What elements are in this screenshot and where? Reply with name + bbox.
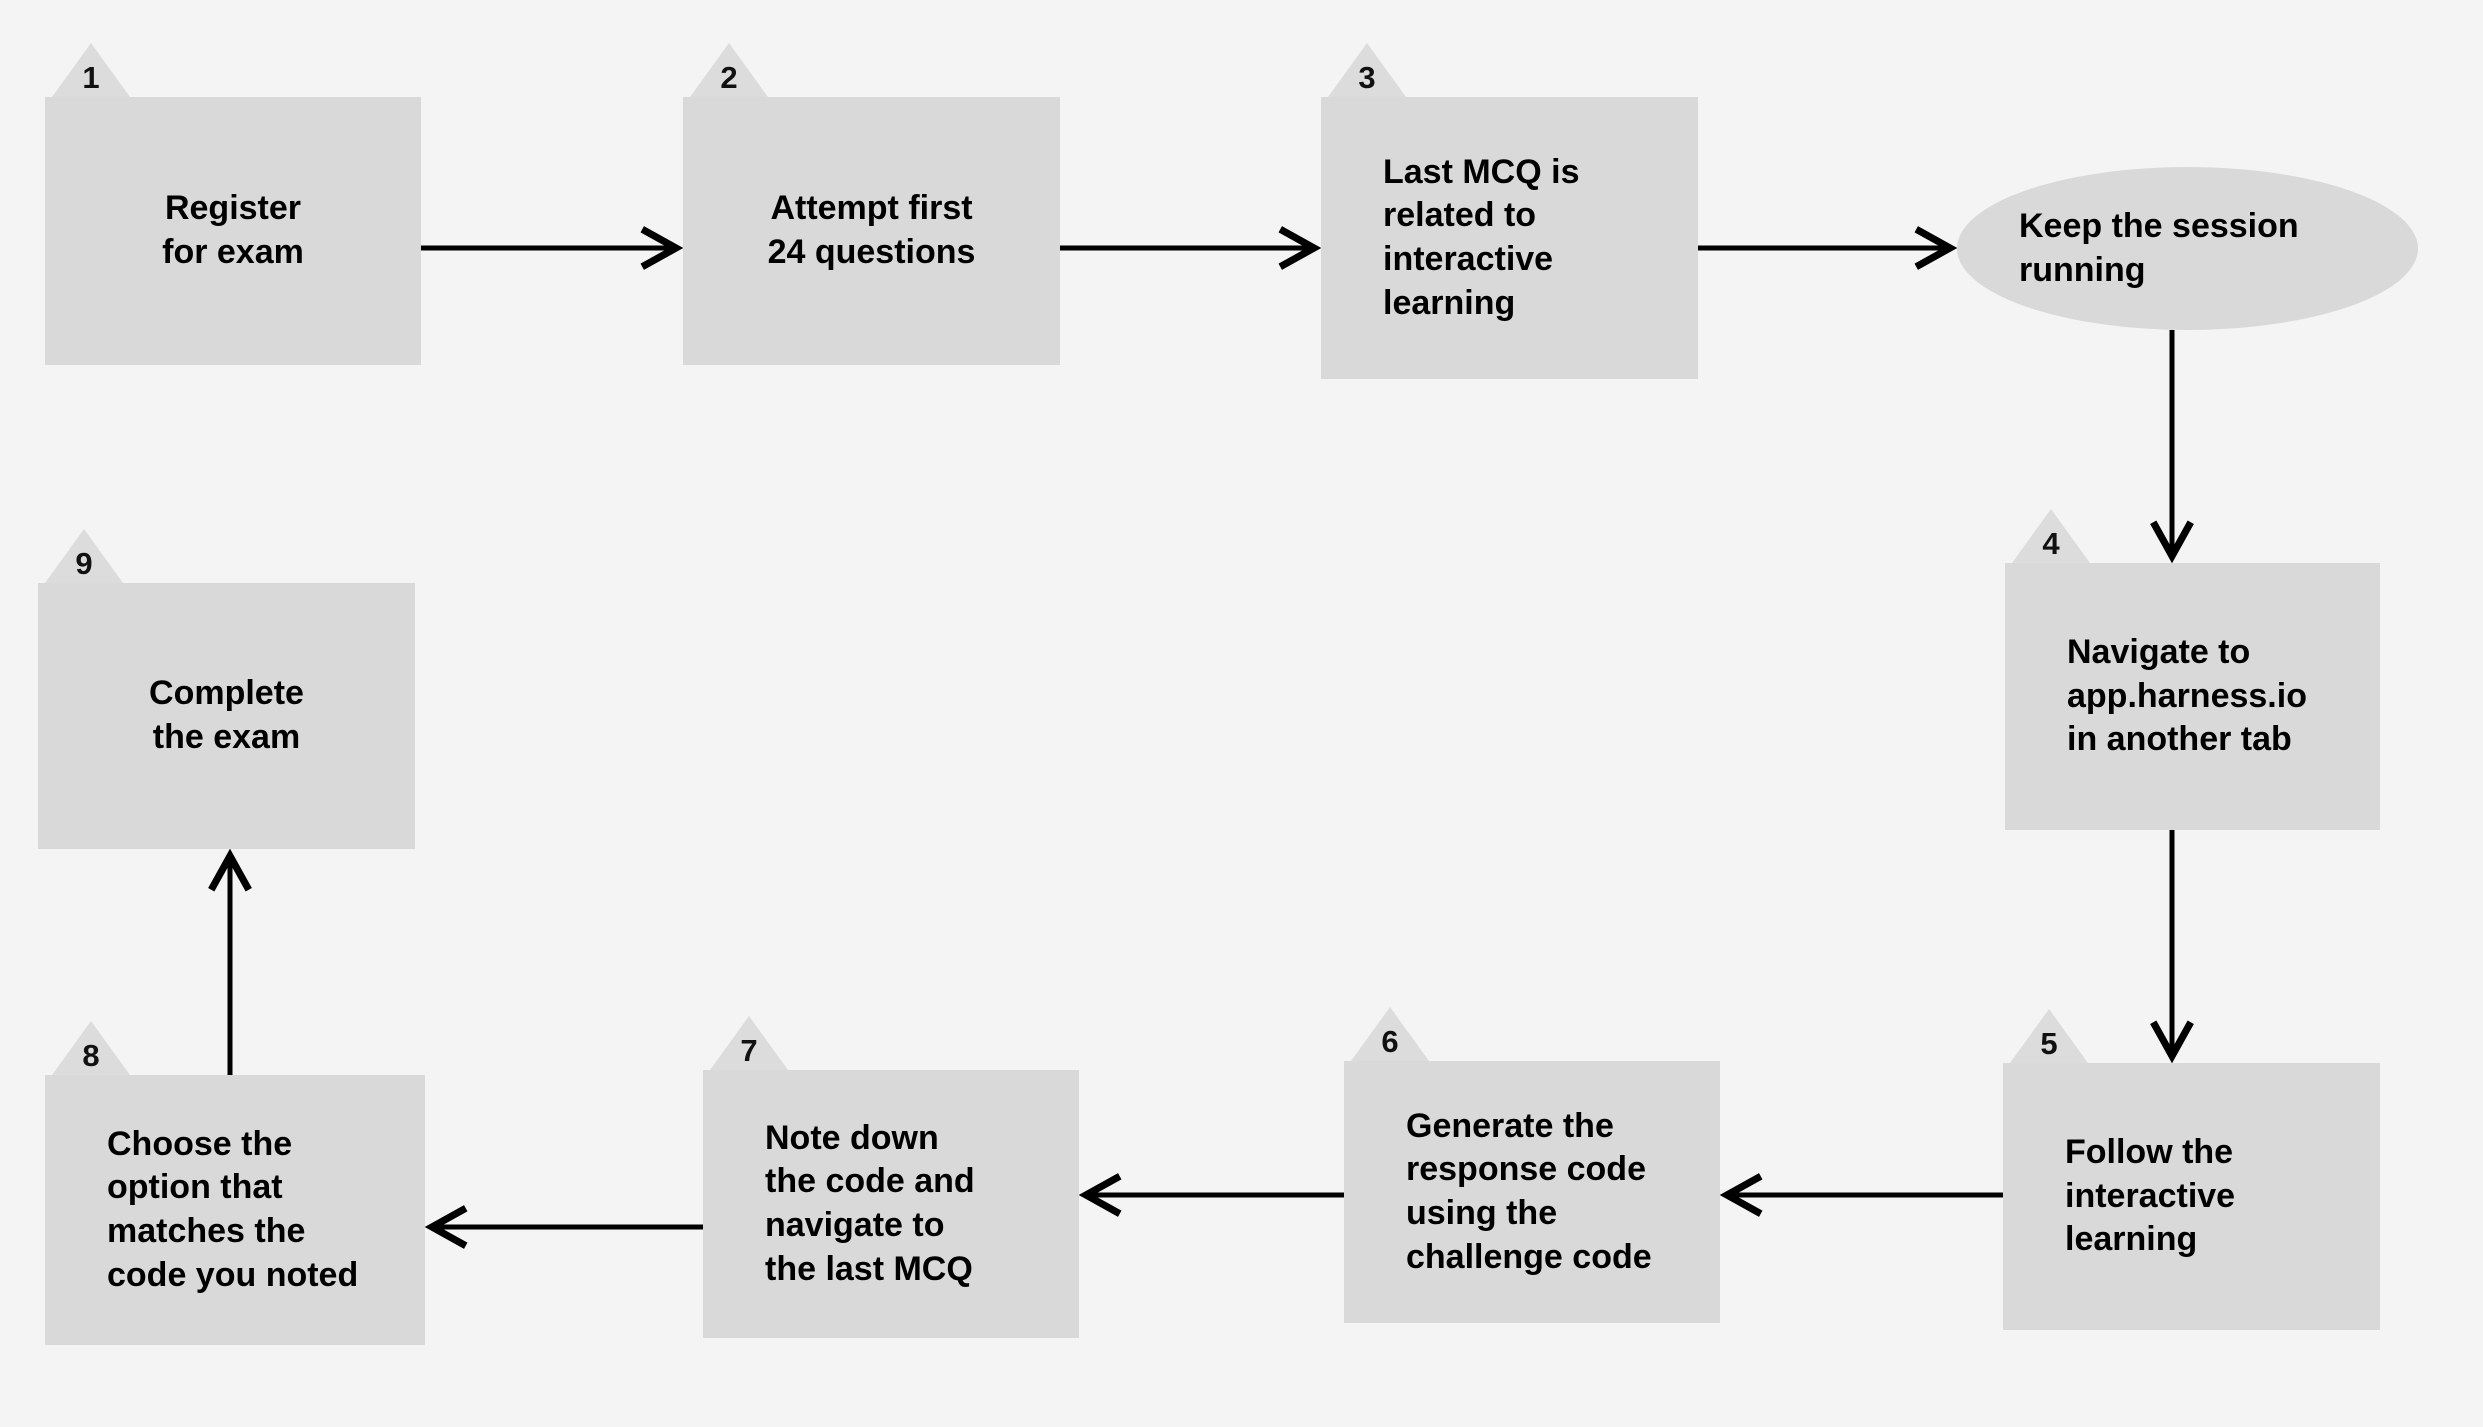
flow-node-label: Navigate to app.harness.io in another ta…: [2067, 633, 2307, 759]
step-badge-triangle: [1328, 43, 1406, 97]
flow-node-n6[interactable]: Follow the interactive learning: [2003, 1063, 2380, 1330]
step-badge-number: 1: [82, 60, 100, 95]
flow-node-label: Attempt first 24 questions: [767, 189, 976, 271]
flow-node-label: Last MCQ is related to interactive learn…: [1383, 152, 1580, 322]
flow-node-label: Keep the session running: [2019, 206, 2299, 289]
step-badge-number: 7: [740, 1033, 758, 1068]
step-badge-triangle: [2012, 509, 2090, 563]
flow-node-label: Follow the interactive learning: [2065, 1133, 2236, 1259]
flow-node-n10[interactable]: Complete the exam: [38, 583, 415, 849]
flow-node-label: Register for exam: [162, 189, 304, 271]
flow-node-label: Note down the code and navigate to the l…: [765, 1118, 975, 1288]
step-badge-number: 3: [1358, 60, 1376, 95]
flow-node-n7[interactable]: Generate the response code using the cha…: [1344, 1061, 1720, 1323]
step-badge-triangle: [690, 43, 768, 97]
step-badge-number: 4: [2042, 526, 2060, 561]
step-badge-triangle: [2010, 1009, 2088, 1063]
flow-node-label: Choose the option that matches the code …: [107, 1124, 359, 1294]
step-badge-number: 6: [1381, 1024, 1399, 1059]
flow-node-n4[interactable]: Keep the session running: [1957, 167, 2418, 330]
step-badge-triangle: [45, 529, 123, 583]
step-badge-triangle: [1351, 1007, 1429, 1061]
step-badge-number: 2: [720, 60, 738, 95]
flow-node-label: Generate the response code using the cha…: [1406, 1106, 1652, 1276]
flow-node-label: Complete the exam: [149, 674, 304, 756]
flow-node-n2[interactable]: Attempt first 24 questions: [683, 97, 1060, 365]
step-badge-triangle: [710, 1016, 788, 1070]
flow-node-n9[interactable]: Choose the option that matches the code …: [45, 1075, 425, 1345]
step-badge-number: 8: [82, 1038, 100, 1073]
flow-node-n8[interactable]: Note down the code and navigate to the l…: [703, 1070, 1079, 1338]
step-badge-number: 9: [75, 546, 93, 581]
step-badge-number: 5: [2040, 1026, 2058, 1061]
flow-node-n1[interactable]: Register for exam: [45, 97, 421, 365]
flow-node-n3[interactable]: Last MCQ is related to interactive learn…: [1321, 97, 1698, 379]
step-badge-triangle: [52, 1021, 130, 1075]
step-badge-triangle: [52, 43, 130, 97]
flow-node-n5[interactable]: Navigate to app.harness.io in another ta…: [2005, 563, 2380, 830]
